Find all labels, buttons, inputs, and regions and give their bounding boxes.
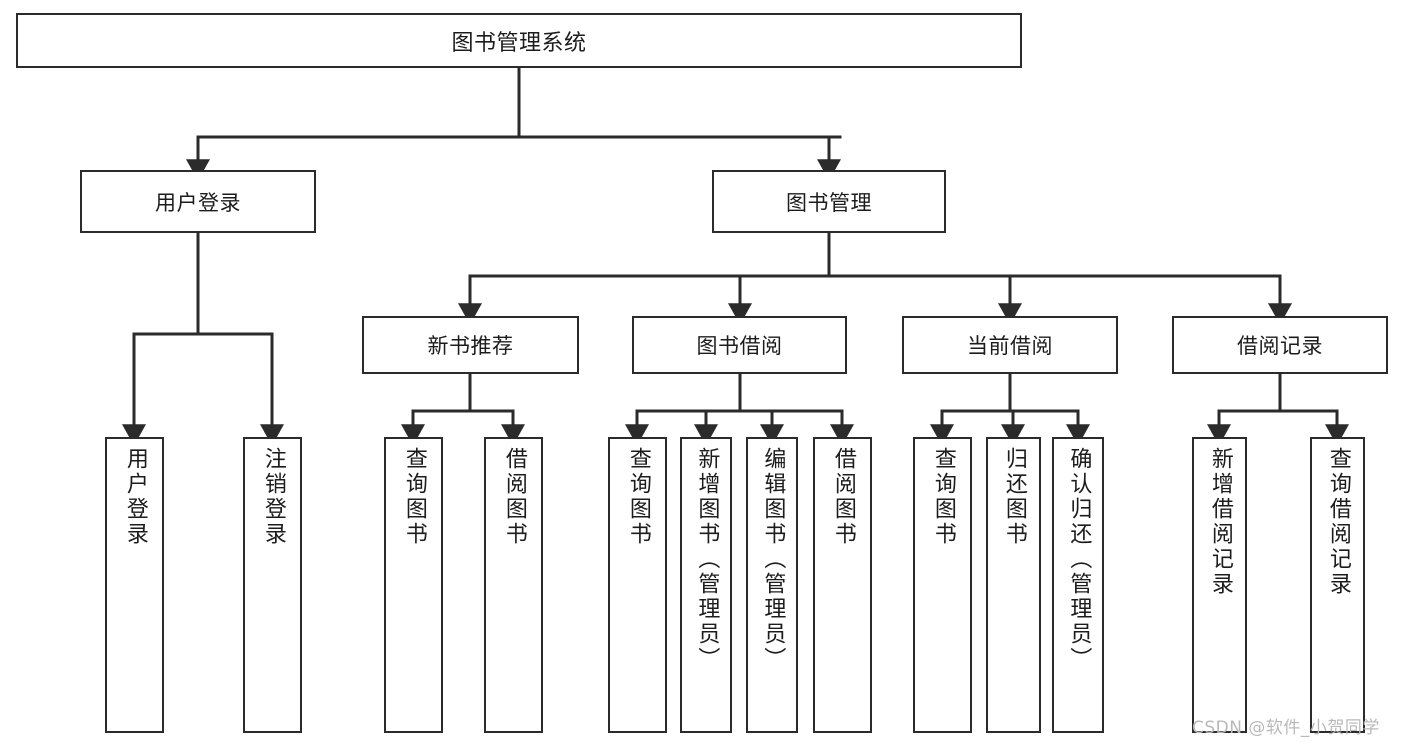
leaf-query-book-cur-label: 查询图书: [930, 447, 956, 547]
node-book-manage[interactable]: 图书管理: [712, 170, 946, 233]
leaf-query-book-rec-label: 查询图书: [401, 447, 427, 547]
node-root[interactable]: 图书管理系统: [16, 13, 1022, 68]
leaf-query-borrow-record[interactable]: 查询借阅记录: [1310, 437, 1365, 733]
leaf-edit-book-admin-label: 编辑图书（管理员）: [760, 447, 786, 672]
leaf-return-book[interactable]: 归还图书: [986, 437, 1041, 733]
leaf-user-logout[interactable]: 注销登录: [243, 437, 302, 733]
node-borrow-record-label: 借阅记录: [1237, 334, 1323, 358]
leaf-add-book-admin[interactable]: 新增图书（管理员）: [680, 437, 732, 733]
leaf-query-borrow-record-label: 查询借阅记录: [1325, 447, 1351, 597]
node-book-manage-label: 图书管理: [786, 190, 872, 215]
csdn-watermark: CSDN @软件_小贺同学: [1192, 718, 1380, 738]
leaf-borrow-book-rec[interactable]: 借阅图书: [484, 437, 543, 733]
leaf-edit-book-admin[interactable]: 编辑图书（管理员）: [746, 437, 798, 733]
node-book-borrow[interactable]: 图书借阅: [632, 316, 847, 374]
leaf-user-login-label: 用户登录: [122, 447, 148, 547]
leaf-add-borrow-record[interactable]: 新增借阅记录: [1192, 437, 1247, 733]
leaf-return-book-label: 归还图书: [1001, 447, 1027, 547]
node-new-book-rec[interactable]: 新书推荐: [362, 316, 579, 374]
leaf-query-book-borrow[interactable]: 查询图书: [608, 437, 667, 733]
node-borrow-record[interactable]: 借阅记录: [1172, 316, 1388, 374]
node-user-login[interactable]: 用户登录: [80, 170, 316, 233]
leaf-user-logout-label: 注销登录: [260, 447, 286, 547]
node-new-book-rec-label: 新书推荐: [427, 334, 514, 358]
node-root-label: 图书管理系统: [451, 30, 587, 56]
node-user-login-label: 用户登录: [155, 190, 241, 215]
leaf-borrow-book-label: 借阅图书: [830, 447, 856, 547]
leaf-add-book-admin-label: 新增图书（管理员）: [694, 447, 720, 672]
leaf-borrow-book-rec-label: 借阅图书: [501, 447, 527, 547]
leaf-query-book-cur[interactable]: 查询图书: [913, 437, 972, 733]
leaf-query-book-borrow-label: 查询图书: [625, 447, 651, 547]
tree-edges: [122, 66, 1349, 446]
leaf-borrow-book[interactable]: 借阅图书: [813, 437, 872, 733]
leaf-user-login[interactable]: 用户登录: [105, 437, 164, 733]
leaf-confirm-return-admin[interactable]: 确认归还（管理员）: [1052, 437, 1104, 733]
leaf-query-book-rec[interactable]: 查询图书: [384, 437, 443, 733]
node-book-borrow-label: 图书借阅: [696, 334, 783, 358]
node-current-borrow-label: 当前借阅: [967, 334, 1053, 358]
leaf-add-borrow-record-label: 新增借阅记录: [1207, 447, 1233, 597]
node-current-borrow[interactable]: 当前借阅: [902, 316, 1118, 374]
leaf-confirm-return-admin-label: 确认归还（管理员）: [1066, 447, 1092, 672]
